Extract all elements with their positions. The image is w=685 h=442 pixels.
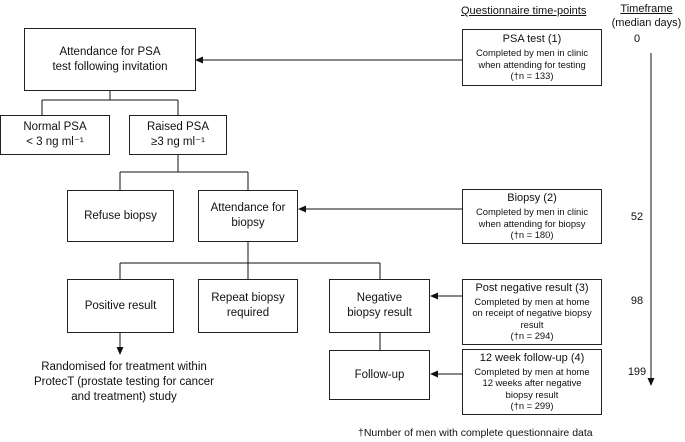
- questionnaire-1-count: (†n = 133): [510, 69, 554, 81]
- questionnaire-header: Questionnaire time-points: [461, 5, 587, 17]
- normal-psa-label-2: < 3 ng ml⁻¹: [26, 136, 84, 148]
- questionnaire-psa-test-box: PSA test (1) Completed by men in clinic …: [462, 29, 602, 86]
- raised-psa-label-2: ≥3 ng ml⁻¹: [151, 136, 205, 148]
- positive-result-label: Positive result: [84, 299, 157, 312]
- questionnaire-3-desc-2: on receipt of negative biopsy: [472, 307, 592, 319]
- negative-result-label-1: Negative: [356, 292, 403, 305]
- attendance-biopsy-box: Attendance for biopsy: [198, 190, 298, 242]
- questionnaire-1-desc-1: Completed by men in clinic: [475, 47, 589, 59]
- timeframe-day-98: 98: [630, 295, 644, 307]
- raised-psa-label-1: Raised PSA: [146, 121, 209, 134]
- negative-result-box: Negative biopsy result: [329, 279, 430, 333]
- attendance-psa-box: Attendance for PSA test following invita…: [24, 28, 196, 91]
- positive-result-box: Positive result: [67, 279, 174, 333]
- questionnaire-3-desc-1: Completed by men at home: [474, 296, 590, 308]
- raised-psa-box: Raised PSA ≥3 ng ml⁻¹: [129, 115, 227, 155]
- questionnaire-biopsy-box: Biopsy (2) Completed by men in clinic wh…: [462, 189, 602, 244]
- timeframe-header-title: Timeframe: [620, 3, 673, 15]
- randomised-text: Randomised for treatment within ProtecT …: [10, 360, 238, 405]
- questionnaire-3-count: (†n = 294): [510, 329, 554, 341]
- questionnaire-4-desc-1: Completed by men at home: [474, 366, 590, 378]
- refuse-biopsy-label: Refuse biopsy: [84, 209, 157, 222]
- repeat-biopsy-label-1: Repeat biopsy: [211, 292, 285, 305]
- randomised-line-1: Randomised for treatment within: [41, 361, 207, 373]
- follow-up-box: Follow-up: [329, 350, 430, 400]
- questionnaire-3-desc-3: result: [520, 318, 544, 330]
- questionnaire-2-title: Biopsy (2): [507, 192, 557, 205]
- timeframe-day-199: 199: [627, 366, 647, 378]
- questionnaire-4-desc-2: 12 weeks after negative: [482, 377, 582, 389]
- randomised-line-2: ProtecT (prostate testing for cancer: [33, 375, 215, 388]
- questionnaire-3-title: Post negative result (3): [475, 282, 589, 295]
- normal-psa-label-1: Normal PSA: [23, 121, 87, 134]
- questionnaire-1-title: PSA test (1): [502, 33, 562, 46]
- follow-up-label: Follow-up: [354, 368, 405, 381]
- questionnaire-1-desc-2: when attending for testing: [478, 58, 586, 70]
- timeframe-day-0: 0: [633, 33, 641, 45]
- timeframe-header-subtitle: (median days): [611, 16, 682, 29]
- footnote: †Number of men with complete questionnai…: [358, 427, 593, 439]
- questionnaire-4-title: 12 week follow-up (4): [479, 352, 585, 365]
- repeat-biopsy-box: Repeat biopsy required: [198, 279, 298, 333]
- repeat-biopsy-label-2: required: [226, 307, 270, 319]
- attendance-psa-label-1: Attendance for PSA: [59, 45, 161, 58]
- questionnaire-follow-up-box: 12 week follow-up (4) Completed by men a…: [462, 349, 602, 415]
- normal-psa-box: Normal PSA < 3 ng ml⁻¹: [0, 115, 110, 155]
- negative-result-label-2: biopsy result: [347, 307, 412, 319]
- questionnaire-2-desc-1: Completed by men in clinic: [475, 206, 589, 218]
- timeframe-day-52: 52: [630, 211, 644, 223]
- attendance-psa-label-2: test following invitation: [52, 60, 168, 73]
- questionnaire-2-count: (†n = 180): [510, 228, 554, 240]
- refuse-biopsy-box: Refuse biopsy: [67, 190, 174, 242]
- randomised-line-3: and treatment) study: [71, 390, 177, 403]
- timeframe-header: Timeframe (median days): [608, 3, 685, 31]
- questionnaire-post-negative-box: Post negative result (3) Completed by me…: [462, 279, 602, 345]
- questionnaire-2-desc-2: when attending for biopsy: [478, 217, 586, 229]
- attendance-biopsy-label-1: Attendance for: [210, 202, 286, 215]
- questionnaire-4-desc-3: biopsy result: [505, 388, 559, 400]
- questionnaire-4-count: (†n = 299): [510, 399, 554, 411]
- attendance-biopsy-label-2: biopsy: [231, 217, 265, 229]
